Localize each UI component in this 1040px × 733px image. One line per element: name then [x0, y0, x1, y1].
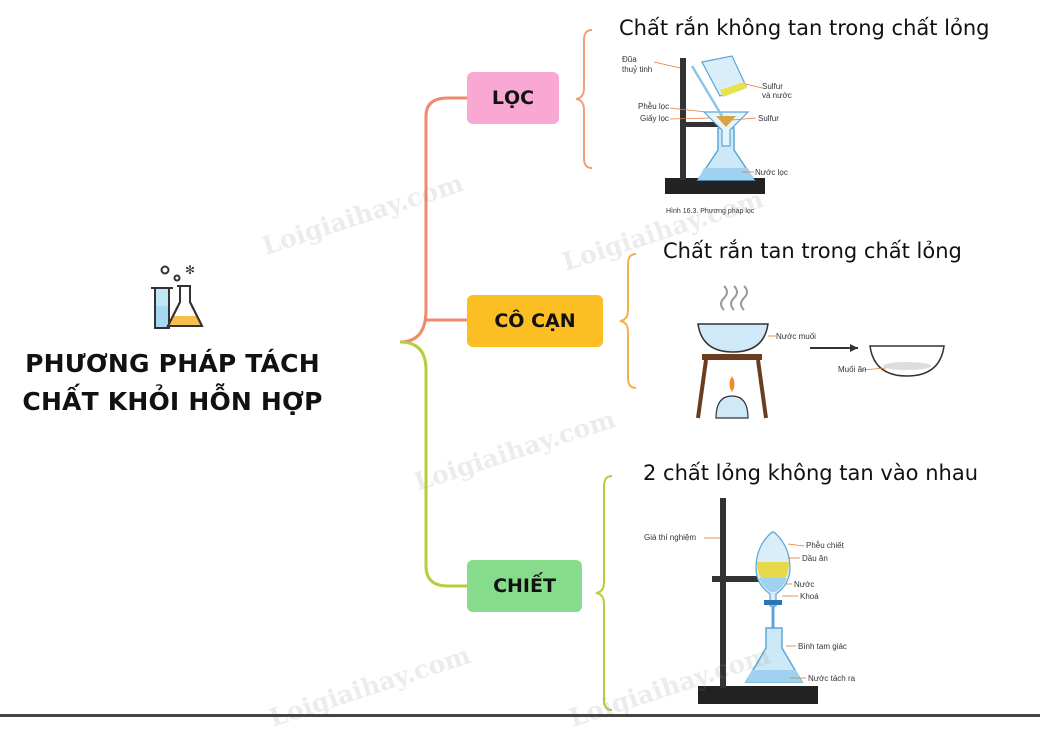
evaporation-illustration: Nước muối Muối ăn: [696, 285, 945, 419]
label-rod: Đũa: [622, 55, 637, 64]
dish-with-salt: [869, 345, 945, 377]
method-co-can[interactable]: CÔ CẠN: [467, 295, 603, 347]
label-paper: Giấy lọc: [640, 114, 669, 123]
label-tap: Khoá: [800, 592, 819, 601]
method-chiet-label: CHIẾT: [493, 575, 556, 597]
branch-bottom: [399, 340, 468, 588]
filtration-illustration: Đũa thuỷ tinh Sulfur và nước Phễu lọc Gi…: [622, 55, 792, 215]
figure-caption: Hình 16.3. Phương pháp lọc: [666, 208, 755, 215]
label-sep-funnel: Phễu chiết: [806, 541, 845, 550]
alcohol-lamp: [715, 395, 749, 419]
method-chiet[interactable]: CHIẾT: [467, 560, 582, 612]
brace-loc: [575, 29, 593, 169]
label-flask: Bình tam giác: [798, 642, 847, 651]
label-stand: Giá thí nghiệm: [644, 533, 696, 542]
watermark-4: Loigiaihay.com: [265, 640, 474, 733]
label-mixture: Sulfur: [762, 82, 783, 91]
label-filtrate: Nước lọc: [755, 168, 788, 177]
evaporating-dish: [697, 323, 769, 353]
main-branches: [399, 96, 468, 588]
bottom-border: [0, 714, 1040, 717]
brace-chiet: [595, 475, 613, 711]
label-salt: Muối ăn: [838, 365, 866, 374]
method-loc[interactable]: LỌC: [467, 72, 559, 124]
steam: [720, 285, 748, 311]
branch-top: [399, 96, 468, 344]
label-brine: Nước muối: [776, 332, 816, 341]
flask-icon: ✻: [151, 263, 204, 329]
method-co-can-label: CÔ CẠN: [494, 310, 576, 332]
svg-text:✻: ✻: [185, 263, 195, 277]
label-solid: Sulfur: [758, 114, 779, 123]
label-separated: Nước tách ra: [808, 674, 856, 683]
label-rod-2: thuỷ tinh: [622, 65, 652, 74]
desc-co-can: Chất rắn tan trong chất lỏng: [663, 239, 962, 263]
brace-co-can: [619, 253, 637, 389]
label-mixture-2: và nước: [762, 91, 792, 100]
main-title: PHƯƠNG PHÁP TÁCH CHẤT KHỎI HỖN HỢP: [0, 345, 345, 421]
label-funnel: Phễu lọc: [638, 102, 669, 111]
label-oil: Dầu ăn: [802, 554, 828, 563]
label-water: Nước: [794, 580, 814, 589]
method-loc-label: LỌC: [491, 87, 535, 109]
separation-illustration: Giá thí nghiệm Phễu chiết Dầu ăn Nước Kh…: [644, 498, 856, 704]
title-line-2: CHẤT KHỎI HỖN HỢP: [22, 387, 323, 416]
desc-loc: Chất rắn không tan trong chất lỏng: [619, 16, 990, 40]
title-line-1: PHƯƠNG PHÁP TÁCH: [25, 349, 320, 378]
desc-chiet: 2 chất lỏng không tan vào nhau: [643, 461, 979, 485]
filter-funnel: [702, 111, 750, 147]
